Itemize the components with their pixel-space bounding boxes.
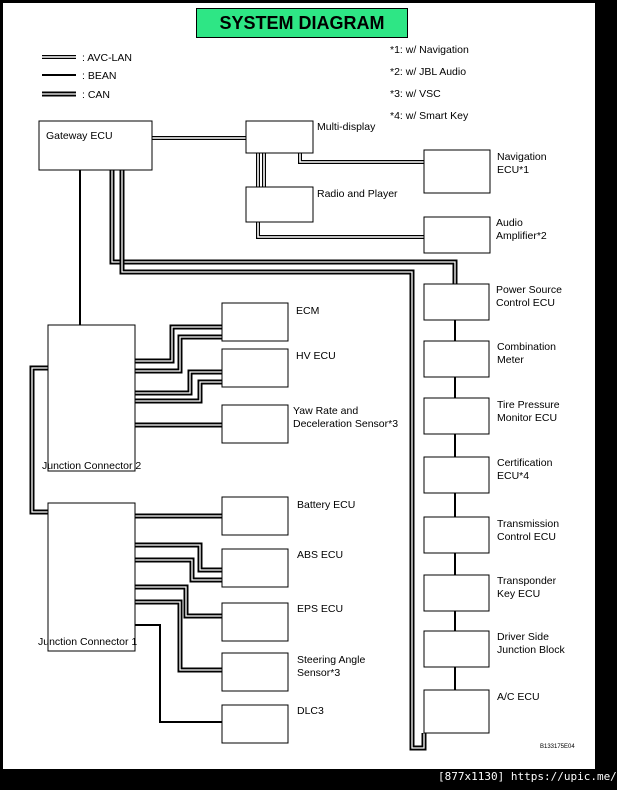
- block-gateway-ecu: [38, 120, 153, 171]
- ac-ecu-label: A/C ECU: [497, 691, 540, 703]
- legend-can-label: : CAN: [82, 89, 111, 101]
- line-jc2-jc1-inner: [31, 367, 48, 513]
- line-jc1-eps-inner: [135, 586, 222, 617]
- multi-display-label: Multi-display: [317, 121, 376, 133]
- line-gateway-ac-ecu-inner: [121, 170, 425, 749]
- power-source-label: Power Source Control ECU: [496, 284, 562, 309]
- figure-code: B133175E04: [540, 744, 575, 750]
- block-yaw-rate: [221, 404, 289, 444]
- line-gateway-power-source-inner: [111, 170, 456, 284]
- note-2: *2: w/ JBL Audio: [390, 66, 467, 78]
- line-jc1-abs-b-inner: [135, 559, 222, 581]
- navigation-ecu-label: Navigation ECU*1: [497, 151, 547, 176]
- line-jc2-jc1-outer: [29, 365, 48, 515]
- abs-ecu-label: ABS ECU: [297, 549, 344, 561]
- block-certification: [423, 456, 490, 494]
- block-combination-meter: [423, 340, 490, 378]
- block-junction-connector-2: [47, 324, 136, 472]
- note-1: *1: w/ Navigation: [390, 44, 469, 56]
- driver-side-label: Driver Side Junction Block: [497, 631, 565, 656]
- block-steering-angle: [221, 652, 289, 692]
- block-ac-ecu: [423, 689, 490, 734]
- block-navigation-ecu: [423, 149, 491, 194]
- note-4: *4: w/ Smart Key: [390, 110, 469, 122]
- transmission-label: Transmission Control ECU: [497, 518, 560, 543]
- line-jc1-abs-inner: [135, 544, 222, 571]
- junction-connector-1-label: Junction Connector 1: [38, 636, 138, 648]
- block-junction-connector-1: [47, 502, 136, 652]
- certification-label: Certification ECU*4: [497, 457, 553, 482]
- note-3: *3: w/ VSC: [390, 88, 441, 100]
- diagram-title: SYSTEM DIAGRAM: [196, 8, 408, 38]
- tire-pressure-label: Tire Pressure Monitor ECU: [497, 399, 560, 424]
- block-abs-ecu: [221, 548, 289, 588]
- ecm-label: ECM: [296, 305, 320, 317]
- line-jc2-ecm-b-inner: [135, 336, 222, 372]
- block-multi-display: [245, 120, 314, 154]
- line-multidisplay-audio-inner: [257, 153, 424, 238]
- line-jc2-ecm-inner: [135, 326, 222, 362]
- line-jc2-ecm-b-outer: [135, 334, 222, 374]
- transponder-label: Transponder Key ECU: [497, 575, 557, 600]
- yaw-rate-label: Yaw Rate and Deceleration Sensor*3: [293, 405, 399, 430]
- block-tire-pressure: [423, 397, 490, 435]
- eps-ecu-label: EPS ECU: [297, 603, 344, 615]
- line-multidisplay-navigation-outer: [298, 153, 424, 164]
- line-jc1-steering-inner: [135, 601, 222, 671]
- junction-connector-2-label: Junction Connector 2: [42, 460, 142, 472]
- block-driver-side: [423, 630, 490, 668]
- watermark-text: [877x1130] https://upic.me/: [438, 770, 617, 783]
- audio-amplifier-label: Audio Amplifier*2: [496, 217, 547, 242]
- line-jc1-dlc3: [135, 624, 222, 723]
- line-jc1-steering-outer: [135, 599, 222, 673]
- dlc3-label: DLC3: [297, 705, 324, 717]
- gateway-ecu-label: Gateway ECU: [46, 130, 113, 142]
- block-audio-amplifier: [423, 216, 491, 254]
- line-jc2-hv-inner: [135, 371, 222, 394]
- battery-ecu-label: Battery ECU: [297, 499, 356, 511]
- block-dlc3: [221, 704, 289, 744]
- line-multidisplay-navigation-inner: [299, 153, 424, 163]
- combination-meter-label: Combination Meter: [497, 341, 556, 366]
- block-eps-ecu: [221, 602, 289, 642]
- block-hv-ecu: [221, 348, 289, 388]
- block-battery-ecu: [221, 496, 289, 536]
- diagram-canvas: [29, 55, 491, 751]
- legend-avc-lan-label: : AVC-LAN: [82, 52, 132, 64]
- legend-bean-label: : BEAN: [82, 70, 117, 82]
- steering-angle-label: Steering Angle Sensor*3: [297, 654, 366, 679]
- radio-player-label: Radio and Player: [317, 188, 398, 200]
- block-radio-player: [245, 186, 314, 223]
- block-transponder: [423, 574, 490, 612]
- block-power-source: [423, 283, 490, 321]
- hv-ecu-label: HV ECU: [296, 350, 336, 362]
- block-transmission: [423, 516, 490, 554]
- block-ecm: [221, 302, 289, 342]
- line-jc2-hv-b-inner: [135, 381, 222, 402]
